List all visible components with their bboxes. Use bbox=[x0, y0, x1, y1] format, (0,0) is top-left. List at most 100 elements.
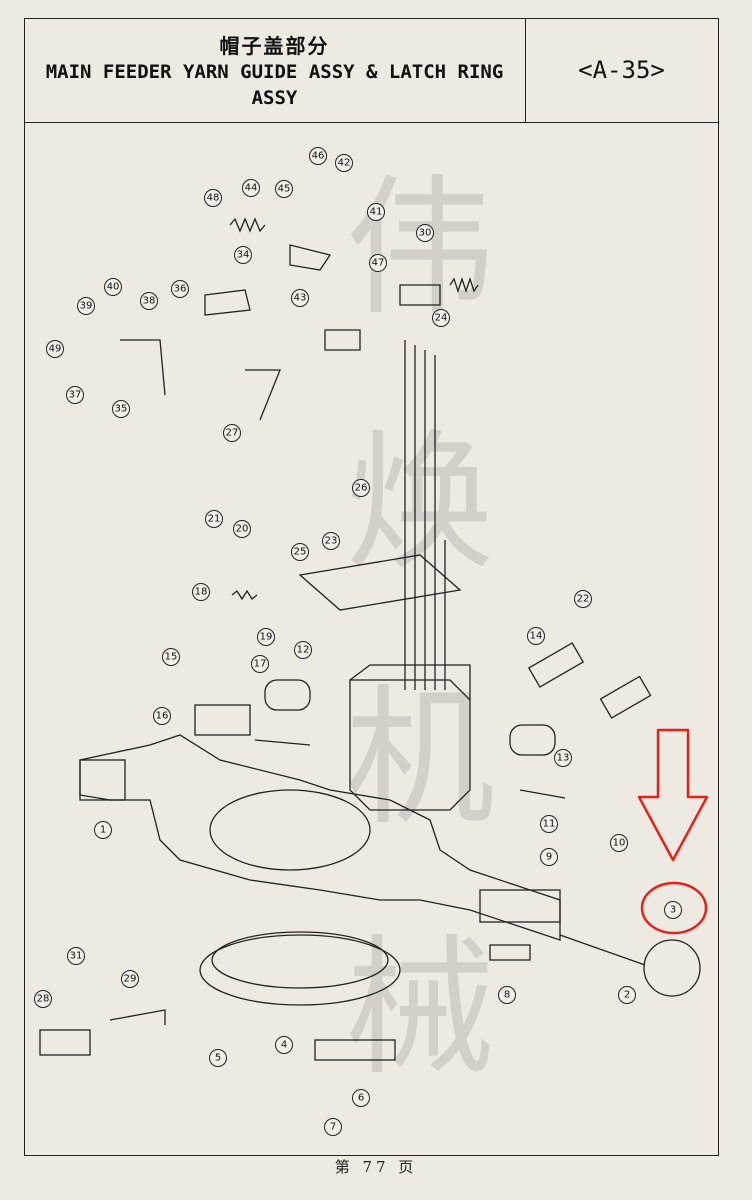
machine-parts bbox=[39, 217, 701, 1061]
callout-5: 5 bbox=[209, 1049, 227, 1067]
callout-24: 24 bbox=[432, 309, 450, 327]
watermark-glyph: 伟 bbox=[345, 162, 495, 336]
callout-17: 17 bbox=[251, 655, 269, 673]
svg-text:25: 25 bbox=[294, 547, 307, 558]
svg-text:14: 14 bbox=[530, 631, 543, 642]
svg-text:26: 26 bbox=[355, 483, 368, 494]
feeder-plate bbox=[298, 554, 462, 611]
callout-46: 46 bbox=[309, 147, 327, 165]
svg-text:38: 38 bbox=[143, 296, 156, 307]
svg-text:29: 29 bbox=[124, 974, 137, 985]
center-block bbox=[349, 679, 471, 811]
callout-14: 14 bbox=[527, 627, 545, 645]
svg-text:28: 28 bbox=[37, 994, 50, 1005]
svg-text:7: 7 bbox=[330, 1122, 336, 1133]
callout-28: 28 bbox=[34, 990, 52, 1008]
svg-text:15: 15 bbox=[165, 652, 178, 663]
callout-31: 31 bbox=[67, 947, 85, 965]
page-number: 第 77 页 bbox=[334, 1158, 418, 1176]
svg-text:45: 45 bbox=[278, 184, 291, 195]
red-annotation bbox=[637, 728, 709, 935]
callout-34: 34 bbox=[234, 246, 252, 264]
callout-29: 29 bbox=[121, 970, 139, 988]
svg-text:3: 3 bbox=[670, 905, 676, 916]
plate-opening bbox=[209, 789, 371, 871]
callout-1: 1 bbox=[94, 821, 112, 839]
svg-text:35: 35 bbox=[115, 404, 128, 415]
callout-21: 21 bbox=[205, 510, 223, 528]
callout-48: 48 bbox=[204, 189, 222, 207]
section-code: <A-35> bbox=[578, 56, 665, 84]
svg-text:21: 21 bbox=[208, 514, 221, 525]
callout-16: 16 bbox=[153, 707, 171, 725]
callout-41: 41 bbox=[367, 203, 385, 221]
main-cam-plate bbox=[79, 734, 561, 941]
callout-12: 12 bbox=[294, 641, 312, 659]
svg-text:8: 8 bbox=[504, 990, 510, 1001]
svg-text:43: 43 bbox=[294, 293, 307, 304]
svg-text:39: 39 bbox=[80, 301, 93, 312]
svg-text:13: 13 bbox=[557, 753, 570, 764]
svg-text:18: 18 bbox=[195, 587, 208, 598]
callout-47: 47 bbox=[369, 254, 387, 272]
callout-35: 35 bbox=[112, 400, 130, 418]
callout-20: 20 bbox=[233, 520, 251, 538]
svg-text:34: 34 bbox=[237, 250, 250, 261]
callout-25: 25 bbox=[291, 543, 309, 561]
callout-11: 11 bbox=[540, 815, 558, 833]
svg-text:40: 40 bbox=[107, 282, 120, 293]
callout-2: 2 bbox=[618, 986, 636, 1004]
svg-text:49: 49 bbox=[49, 344, 62, 355]
callout-49: 49 bbox=[46, 340, 64, 358]
svg-text:48: 48 bbox=[207, 193, 220, 204]
callout-18: 18 bbox=[192, 583, 210, 601]
svg-text:12: 12 bbox=[297, 645, 310, 656]
callout-8: 8 bbox=[498, 986, 516, 1004]
callout-45: 45 bbox=[275, 180, 293, 198]
svg-text:37: 37 bbox=[69, 390, 82, 401]
title-chinese: 帽子盖部分 bbox=[219, 33, 330, 58]
watermark-glyph: 械 bbox=[345, 922, 495, 1096]
callout-30: 30 bbox=[416, 224, 434, 242]
svg-text:41: 41 bbox=[370, 207, 383, 218]
callout-27: 27 bbox=[223, 424, 241, 442]
callout-4: 4 bbox=[275, 1036, 293, 1054]
svg-text:9: 9 bbox=[546, 852, 552, 863]
svg-text:17: 17 bbox=[254, 659, 267, 670]
svg-text:20: 20 bbox=[236, 524, 249, 535]
svg-text:31: 31 bbox=[70, 951, 83, 962]
callout-37: 37 bbox=[66, 386, 84, 404]
title-cell: 帽子盖部分 MAIN FEEDER YARN GUIDE ASSY & LATC… bbox=[24, 18, 526, 122]
callout-19: 19 bbox=[257, 628, 275, 646]
red-arrow-down bbox=[637, 728, 709, 862]
cylinder-12 bbox=[264, 679, 311, 711]
callout-43: 43 bbox=[291, 289, 309, 307]
svg-text:47: 47 bbox=[372, 258, 385, 269]
callout-23: 23 bbox=[322, 532, 340, 550]
plate-arm-right bbox=[479, 889, 561, 923]
callout-36: 36 bbox=[171, 280, 189, 298]
title-english: MAIN FEEDER YARN GUIDE ASSY & LATCH RING… bbox=[45, 60, 504, 109]
ball-part-3 bbox=[643, 939, 701, 997]
callout-39: 39 bbox=[77, 297, 95, 315]
svg-text:16: 16 bbox=[156, 711, 169, 722]
svg-text:44: 44 bbox=[245, 183, 258, 194]
title-block: 帽子盖部分 MAIN FEEDER YARN GUIDE ASSY & LATC… bbox=[24, 18, 719, 123]
callout-42: 42 bbox=[335, 154, 353, 172]
svg-text:24: 24 bbox=[435, 313, 448, 324]
svg-text:5: 5 bbox=[215, 1053, 221, 1064]
plate-arm-left bbox=[79, 759, 126, 801]
callout-6: 6 bbox=[352, 1089, 370, 1107]
block-16 bbox=[194, 704, 251, 736]
svg-text:2: 2 bbox=[624, 990, 630, 1001]
callout-15: 15 bbox=[162, 648, 180, 666]
callout-40: 40 bbox=[104, 278, 122, 296]
callout-38: 38 bbox=[140, 292, 158, 310]
svg-text:19: 19 bbox=[260, 632, 273, 643]
callout-7: 7 bbox=[324, 1118, 342, 1136]
svg-text:42: 42 bbox=[338, 158, 351, 169]
callout-44: 44 bbox=[242, 179, 260, 197]
